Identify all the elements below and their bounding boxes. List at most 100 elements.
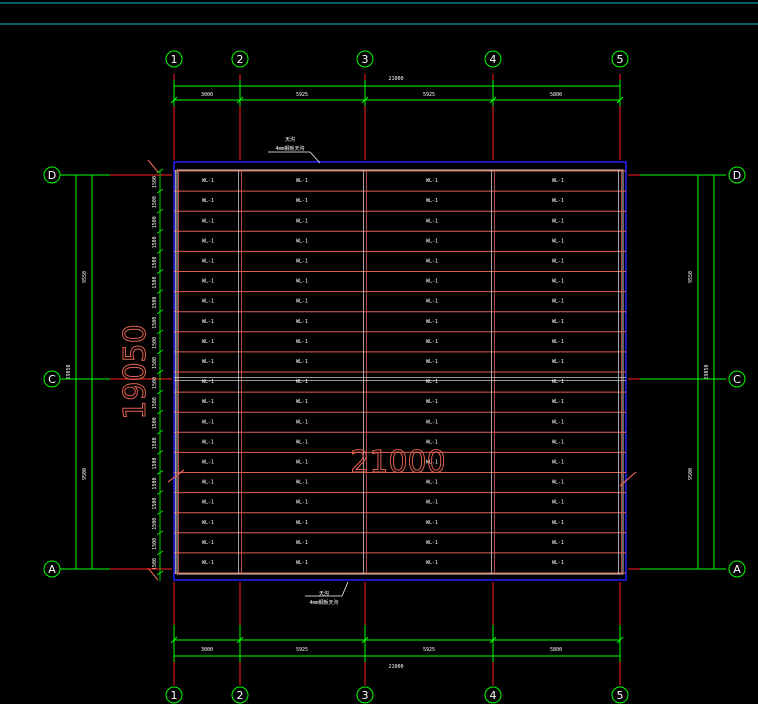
purlin-spacing-tick: [156, 490, 164, 495]
top-dim-slash: [236, 96, 244, 104]
purlin-label: WL-1: [552, 439, 564, 445]
purlin-label: WL-1: [296, 299, 308, 305]
purlin-spacing-tick: [156, 389, 164, 395]
purlin-label: WL-1: [426, 459, 438, 465]
purlin-label: WL-1: [296, 359, 308, 365]
purlin-spacing-label: 1500: [152, 317, 158, 329]
bottom-dim-seg-3: 5925: [423, 647, 435, 653]
column-axis-bubble: [356, 50, 374, 68]
purlin-label: WL-1: [552, 319, 564, 325]
purlin-spacing-label: 1500: [152, 457, 158, 469]
row-axis-label: A: [48, 563, 56, 576]
purlin-spacing-tick: [156, 450, 164, 455]
left-dim-seg-1: 9550: [82, 271, 88, 283]
purlin-label: WL-1: [296, 379, 308, 385]
purlin-label: WL-1: [296, 399, 308, 405]
purlin-spacing-label: 1500: [152, 236, 158, 248]
purlin-spacing-tick: [156, 429, 164, 435]
bottom-dim-seg-2: 5925: [296, 647, 308, 653]
bottom-dim-total: 21000: [388, 664, 403, 670]
purlin-label: WL-1: [552, 339, 564, 345]
row-axis-label: D: [48, 169, 56, 182]
purlin-spacing-tick: [156, 570, 164, 576]
right-dim-seg-2: 9500: [688, 468, 694, 480]
column-axis-bubble: [165, 50, 183, 68]
purlin-spacing-tick: [156, 228, 164, 234]
dimension-arrow-mark: [147, 567, 159, 581]
top-dim-seg-4: 5800: [550, 92, 562, 98]
purlin-label: WL-1: [552, 299, 564, 305]
row-axis-label: A: [733, 563, 741, 576]
purlin-label: WL-1: [296, 520, 308, 526]
purlin-label: WL-1: [552, 258, 564, 264]
purlin-label: WL-1: [296, 258, 308, 264]
bottom-dim-slash: [236, 636, 244, 644]
purlin-label: WL-1: [426, 540, 438, 546]
purlin-label: WL-1: [426, 560, 438, 566]
purlin-label: WL-1: [426, 299, 438, 305]
column-axis-bubble: [231, 686, 249, 704]
purlin-label: WL-1: [296, 218, 308, 224]
bottom-dim-slash: [616, 636, 624, 644]
purlin-label: WL-1: [426, 379, 438, 385]
purlin-spacing-label: 1500: [152, 377, 158, 389]
purlin-label: WL-1: [202, 258, 214, 264]
top-dim-slash: [616, 96, 624, 104]
row-axis-bubble: [43, 166, 61, 184]
purlin-spacing-label: 1500: [152, 297, 158, 309]
overall-width-label: 21000: [350, 445, 445, 480]
purlin-spacing-tick: [156, 168, 164, 174]
purlin-label: WL-1: [202, 399, 214, 405]
purlin-spacing-label: 1500: [152, 397, 158, 409]
right-dim-total: 19050: [704, 364, 710, 379]
purlin-spacing-tick: [156, 208, 164, 214]
row-axis-label: D: [733, 169, 741, 182]
purlin-label: WL-1: [552, 419, 564, 425]
purlin-label: WL-1: [552, 238, 564, 244]
left-dim-total: 19050: [66, 364, 72, 379]
purlin-label: WL-1: [202, 480, 214, 486]
purlin-spacing-tick: [156, 269, 164, 274]
purlin-spacing-label: 1500: [152, 518, 158, 530]
purlin-label: WL-1: [426, 480, 438, 486]
purlin-label: WL-1: [202, 540, 214, 546]
bottom-dim-slash: [170, 636, 178, 644]
purlin-spacing-label: 1500: [152, 357, 158, 369]
purlin-label: WL-1: [426, 419, 438, 425]
purlin-spacing-tick: [156, 249, 164, 254]
column-axis-label: 3: [362, 689, 369, 702]
purlin-label: WL-1: [202, 299, 214, 305]
purlin-label: WL-1: [426, 359, 438, 365]
row-axis-bubble: [728, 560, 746, 578]
purlin-spacing-label: 1500: [152, 176, 158, 188]
purlin-label: WL-1: [296, 560, 308, 566]
purlin-label: WL-1: [426, 198, 438, 204]
purlin-label: WL-1: [552, 520, 564, 526]
bottom-dim-slash: [361, 636, 369, 644]
bottom-dim-slash: [489, 636, 497, 644]
column-axis-bubble: [484, 50, 502, 68]
purlin-label: WL-1: [202, 379, 214, 385]
purlin-label: WL-1: [296, 480, 308, 486]
purlin-label: WL-1: [426, 319, 438, 325]
purlin-label: WL-1: [552, 218, 564, 224]
purlin-spacing-tick: [156, 289, 164, 294]
purlin-spacing-label: 1500: [152, 417, 158, 429]
top-dim-slash: [361, 96, 369, 104]
dimension-arrow-mark: [619, 471, 637, 487]
purlin-label: WL-1: [426, 258, 438, 264]
purlin-label: WL-1: [426, 399, 438, 405]
purlin-label: WL-1: [296, 540, 308, 546]
top-dim-slash: [489, 96, 497, 104]
purlin-label: WL-1: [202, 359, 214, 365]
purlin-label: WL-1: [202, 279, 214, 285]
purlin-label: WL-1: [202, 339, 214, 345]
top-gutter-note-line2: 4mm钢板天沟: [275, 145, 304, 152]
purlin-label: WL-1: [552, 540, 564, 546]
purlin-spacing-label: 1500: [152, 196, 158, 208]
purlin-label: WL-1: [426, 500, 438, 506]
purlin-label: WL-1: [296, 238, 308, 244]
purlin-spacing-label: 1500: [152, 558, 158, 570]
row-axis-label: C: [48, 373, 56, 386]
